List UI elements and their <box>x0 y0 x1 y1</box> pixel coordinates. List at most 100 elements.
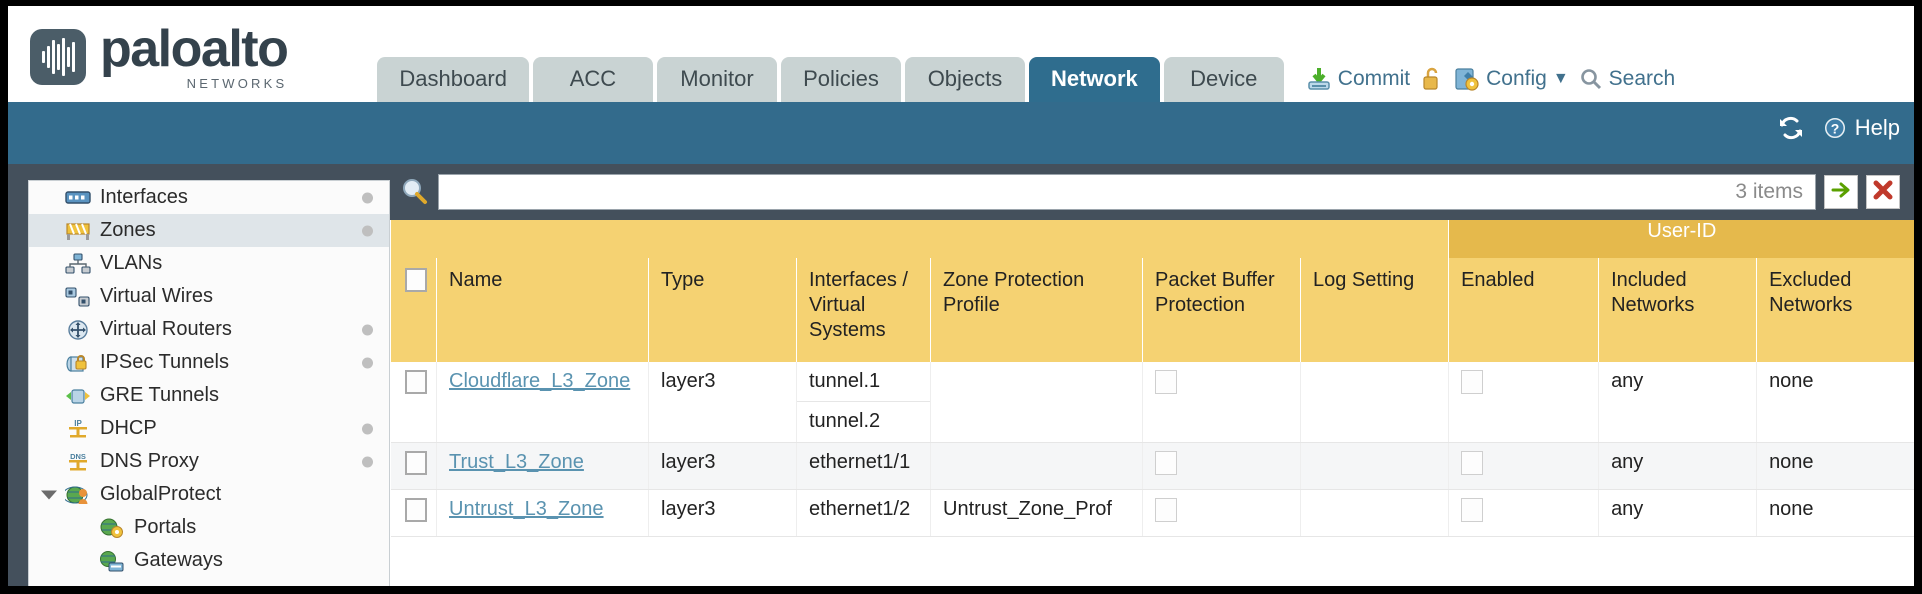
globalprotect-icon <box>62 484 91 506</box>
sidebar-label-gre-tunnels: GRE Tunnels <box>100 384 219 406</box>
dhcp-icon: IP <box>65 418 91 440</box>
paloalto-waveform-logo-icon <box>30 28 86 85</box>
col-header-log-setting[interactable]: Log Setting <box>1299 258 1449 362</box>
tree-expand-caret-icon[interactable] <box>41 490 57 499</box>
gre-tunnels-icon <box>65 385 91 407</box>
sidebar-item-zones[interactable]: Zones <box>29 214 389 247</box>
help-question-icon: ? <box>1821 114 1849 142</box>
sidebar-item-dns-proxy[interactable]: DNS DNS Proxy <box>29 445 389 478</box>
portals-icon <box>99 517 125 539</box>
row-checkbox[interactable] <box>404 370 427 394</box>
col-header-packet-buffer-protection[interactable]: Packet Buffer Protection <box>1142 258 1301 362</box>
col-header-type[interactable]: Type <box>648 258 797 362</box>
cell-included-networks: any <box>1598 442 1757 490</box>
interface-entry: tunnel.1 <box>797 362 930 402</box>
cell-excluded-networks: none <box>1756 442 1914 490</box>
unlock-icon[interactable] <box>1420 66 1444 92</box>
tab-network[interactable]: Network <box>1028 57 1160 102</box>
interfaces-icon <box>65 187 91 209</box>
cell-interfaces: ethernet1/1 <box>796 442 931 490</box>
svg-text:DNS: DNS <box>70 452 86 461</box>
interface-entry: tunnel.2 <box>809 410 881 432</box>
packet-buffer-protection-checkbox[interactable] <box>1155 370 1177 394</box>
dns-proxy-icon: DNS <box>65 451 91 473</box>
commit-button[interactable]: Commit <box>1306 66 1410 92</box>
red-x-clear-icon <box>1871 178 1895 207</box>
zones-icon <box>65 220 91 242</box>
search-input[interactable]: 3 items <box>438 174 1816 210</box>
brand-name: paloalto <box>100 20 289 78</box>
clear-filter-button[interactable] <box>1866 175 1900 209</box>
row-checkbox[interactable] <box>404 451 427 475</box>
sidebar-item-gre-tunnels[interactable]: GRE Tunnels <box>29 379 389 412</box>
cell-userid-enabled <box>1448 362 1599 443</box>
refresh-icon[interactable] <box>1777 114 1805 142</box>
top-header-bar: paloalto NETWORKS Dashboard ACC Monitor … <box>8 6 1914 102</box>
row-select-cell <box>390 362 437 443</box>
table-row[interactable]: Untrust_L3_Zone layer3 ethernet1/2 Untru… <box>390 489 1914 537</box>
sidebar-item-virtual-routers[interactable]: Virtual Routers <box>29 313 389 346</box>
sidebar-item-portals[interactable]: Portals <box>29 511 389 544</box>
apply-filter-button[interactable] <box>1824 175 1858 209</box>
tab-acc[interactable]: ACC <box>532 57 653 102</box>
packet-buffer-protection-checkbox[interactable] <box>1155 498 1177 522</box>
row-select-cell <box>390 489 437 537</box>
brand-tagline: NETWORKS <box>186 76 288 91</box>
chevron-down-icon: ▼ <box>1552 70 1569 87</box>
sidebar-label-portals: Portals <box>134 516 197 538</box>
table-row[interactable]: Cloudflare_L3_Zone layer3 tunnel.1 tunne… <box>390 362 1914 443</box>
sidebar-item-vlans[interactable]: VLANs <box>29 247 389 280</box>
status-dot <box>362 456 373 467</box>
sidebar-item-interfaces[interactable]: Interfaces <box>29 181 389 214</box>
zone-name-link[interactable]: Untrust_L3_Zone <box>449 498 604 520</box>
virtual-wires-icon <box>65 286 91 308</box>
tab-device[interactable]: Device <box>1163 57 1284 102</box>
zones-table: User-ID Name Type Interfaces / Virtual S… <box>390 220 1914 537</box>
row-checkbox[interactable] <box>404 498 427 522</box>
tab-policies[interactable]: Policies <box>780 57 901 102</box>
zone-name-link[interactable]: Trust_L3_Zone <box>449 451 584 473</box>
sidebar-item-gateways[interactable]: Gateways <box>29 544 389 577</box>
userid-enabled-checkbox[interactable] <box>1461 370 1484 394</box>
search-icon <box>1579 67 1603 91</box>
cell-zone-protection-profile: Untrust_Zone_Prof <box>930 489 1143 537</box>
band-actions: ? Help <box>1777 114 1900 142</box>
col-header-zone-protection-profile[interactable]: Zone Protection Profile <box>930 258 1143 362</box>
col-header-name[interactable]: Name <box>436 258 649 362</box>
sub-header-band: ? Help <box>8 102 1914 164</box>
commit-label: Commit <box>1337 67 1411 90</box>
sidebar-item-ipsec-tunnels[interactable]: IPSec Tunnels <box>29 346 389 379</box>
sidebar-item-virtual-wires[interactable]: Virtual Wires <box>29 280 389 313</box>
packet-buffer-protection-checkbox[interactable] <box>1155 451 1177 475</box>
search-button[interactable]: Search <box>1579 67 1676 91</box>
col-header-included-networks[interactable]: Included Networks <box>1598 258 1757 362</box>
sidebar-label-globalprotect: GlobalProtect <box>100 483 222 505</box>
sidebar-label-zones: Zones <box>100 219 156 241</box>
cell-packet-buffer-protection <box>1142 489 1301 537</box>
commit-download-icon <box>1306 66 1332 92</box>
select-all-checkbox[interactable] <box>405 268 427 292</box>
userid-enabled-checkbox[interactable] <box>1461 498 1484 522</box>
sidebar-item-globalprotect[interactable]: GlobalProtect <box>29 478 389 511</box>
sidebar-item-dhcp[interactable]: IP DHCP <box>29 412 389 445</box>
magnifier-icon[interactable] <box>400 177 430 207</box>
table-row[interactable]: Trust_L3_Zone layer3 ethernet1/1 <box>390 442 1914 490</box>
col-header-excluded-networks[interactable]: Excluded Networks <box>1756 258 1914 362</box>
filter-bar: 3 items <box>390 164 1914 220</box>
config-menu[interactable]: Config ▼ <box>1454 66 1569 92</box>
search-label: Search <box>1608 67 1676 90</box>
zone-name-link[interactable]: Cloudflare_L3_Zone <box>449 370 631 392</box>
body-container: Interfaces Zones <box>8 164 1914 586</box>
tab-dashboard[interactable]: Dashboard <box>377 57 529 102</box>
col-header-enabled[interactable]: Enabled <box>1448 258 1599 362</box>
tab-objects[interactable]: Objects <box>904 57 1025 102</box>
userid-enabled-checkbox[interactable] <box>1461 451 1484 475</box>
help-button[interactable]: ? Help <box>1821 114 1900 142</box>
header-actions: Commit Config ▼ <box>1306 66 1675 92</box>
cell-log-setting <box>1299 489 1449 537</box>
brand-logo[interactable]: paloalto NETWORKS <box>30 20 289 91</box>
tab-monitor[interactable]: Monitor <box>656 57 777 102</box>
sidebar-label-interfaces: Interfaces <box>100 186 188 208</box>
col-header-interfaces[interactable]: Interfaces / Virtual Systems <box>796 258 931 362</box>
sidebar-label-ipsec-tunnels: IPSec Tunnels <box>100 351 229 373</box>
